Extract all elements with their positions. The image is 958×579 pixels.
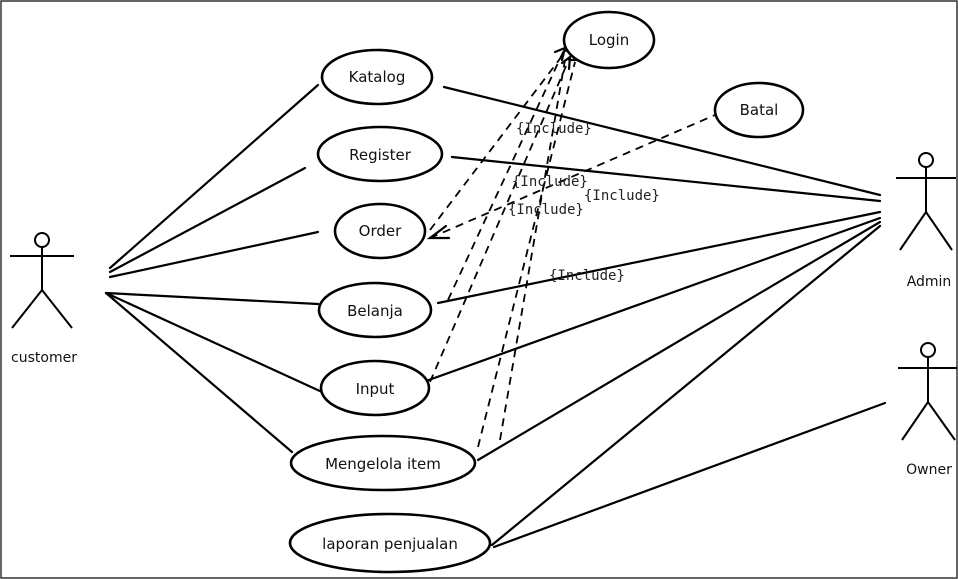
admin-associations <box>424 85 882 547</box>
use-case-belanja: Belanja <box>317 281 433 339</box>
use-case-login: Login <box>562 10 656 70</box>
stick-figure-icon <box>896 152 956 251</box>
use-case-batal: Batal <box>713 81 805 139</box>
use-case-register: Register <box>316 125 444 183</box>
include-label: {Include} <box>512 174 588 190</box>
customer-associations <box>104 83 324 454</box>
use-case-order: Order <box>333 202 427 260</box>
actor-customer: customer <box>10 232 77 366</box>
actor-owner: Owner <box>898 342 957 478</box>
owner-association <box>492 401 887 549</box>
use-case-belanja-label: Belanja <box>347 302 403 320</box>
use-case-login-label: Login <box>589 31 629 49</box>
use-case-batal-label: Batal <box>740 101 779 119</box>
include-label: {Include} <box>549 268 625 284</box>
use-case-order-label: Order <box>359 222 402 240</box>
use-case-register-label: Register <box>349 146 412 164</box>
use-case-laporan-penjualan: laporan penjualan <box>288 512 492 574</box>
actor-admin: Admin <box>896 152 956 290</box>
include-dependencies <box>426 32 723 448</box>
stick-figure-icon <box>898 342 957 441</box>
use-case-katalog: Katalog <box>320 48 434 106</box>
actor-admin-label: Admin <box>907 274 952 290</box>
use-case-mengelola-item-label: Mengelola item <box>325 455 441 473</box>
include-label: {Include} <box>584 188 660 204</box>
use-case-laporan-penjualan-label: laporan penjualan <box>322 535 458 553</box>
include-label: {Include} <box>508 202 584 218</box>
stick-figure-icon <box>10 232 74 329</box>
actor-owner-label: Owner <box>906 462 952 478</box>
use-case-mengelola-item: Mengelola item <box>289 434 477 492</box>
include-label: {Include} <box>516 121 592 137</box>
use-case-input: Input <box>319 359 431 417</box>
actor-customer-label: customer <box>11 350 77 366</box>
use-case-katalog-label: Katalog <box>349 68 406 86</box>
use-case-input-label: Input <box>356 380 395 398</box>
